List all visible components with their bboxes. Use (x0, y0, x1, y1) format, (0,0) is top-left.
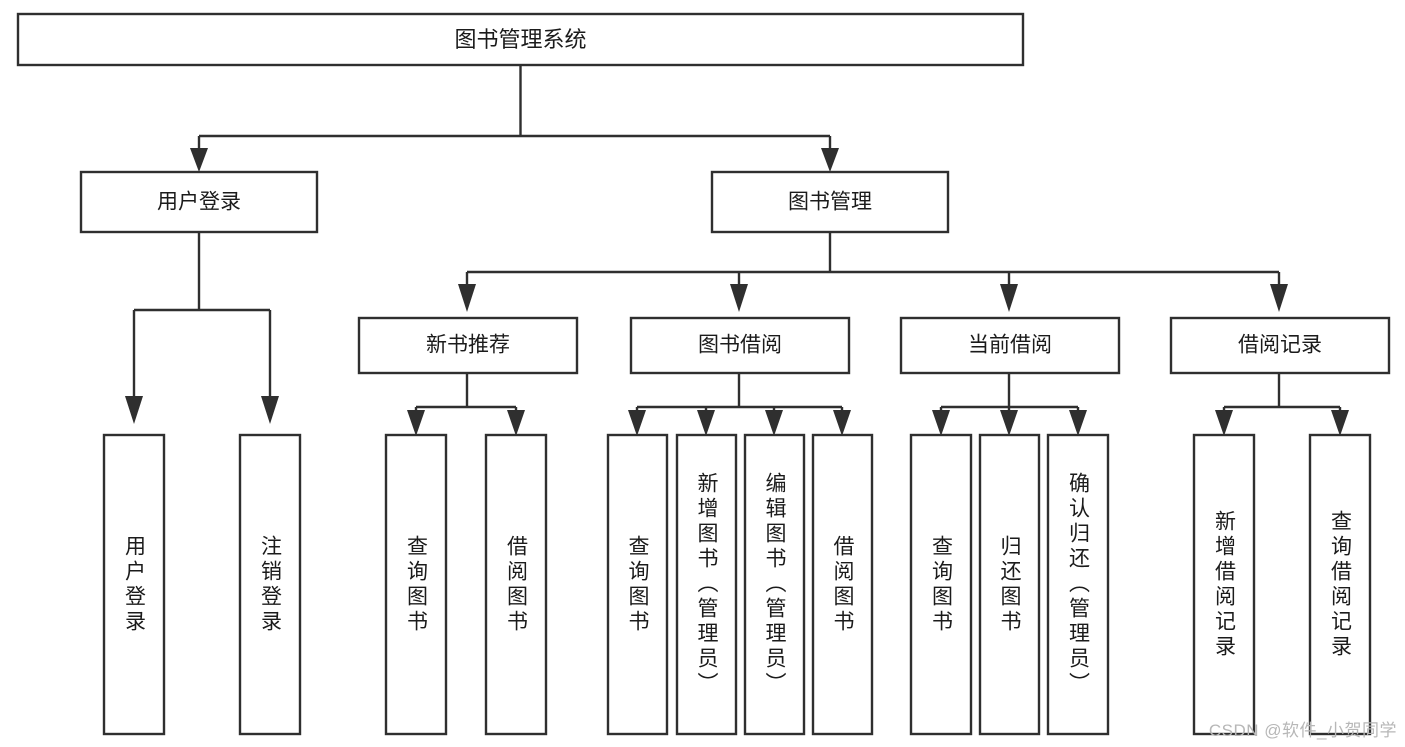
node-box-leaf-br-query[interactable] (1308, 433, 1372, 736)
connector-group-root (190, 65, 839, 172)
arrow-head-bb-borrow (833, 410, 851, 436)
arrow-head-bb-add (697, 410, 715, 436)
connector-group-current-borrow (932, 373, 1087, 436)
arrow-head-bb-edit (765, 410, 783, 436)
node-label-book-borrow: 图书借阅 (698, 334, 782, 357)
arrow-head-user-login (190, 148, 208, 172)
connector-group-book-manage (458, 232, 1288, 312)
node-box-leaf-nb-query[interactable] (384, 433, 448, 736)
node-box-leaf-nb-borrow[interactable] (484, 433, 548, 736)
node-label-current-borrow: 当前借阅 (968, 334, 1052, 357)
node-box-new-book-recommend[interactable] (357, 316, 579, 375)
arrow-head-borrow-record (1270, 284, 1288, 312)
node-label-borrow-record: 借阅记录 (1238, 334, 1322, 357)
arrow-head-bb-query (628, 410, 646, 436)
arrow-head-book-borrow (730, 284, 748, 312)
node-box-leaf-bb-edit[interactable] (743, 433, 806, 736)
arrow-head-cb-confirm (1069, 410, 1087, 436)
node-box-leaf-bb-borrow[interactable] (811, 433, 874, 736)
node-box-user-login[interactable] (79, 170, 319, 234)
node-box-borrow-record[interactable] (1169, 316, 1391, 375)
connector-group-user-login (125, 232, 279, 424)
node-box-leaf-cb-confirm[interactable] (1046, 433, 1110, 736)
node-label-book-manage: 图书管理 (788, 191, 872, 214)
arrow-head-cb-query (932, 410, 950, 436)
node-label-new-book-recommend: 新书推荐 (426, 334, 510, 357)
connector-group-borrow-record (1215, 373, 1349, 436)
arrow-head-br-add (1215, 410, 1233, 436)
node-box-root[interactable] (16, 12, 1025, 67)
connector-group-book-borrow (628, 373, 851, 436)
arrow-head-new-book (458, 284, 476, 312)
node-box-leaf-cb-query[interactable] (909, 433, 973, 736)
node-box-leaf-bb-query[interactable] (606, 433, 669, 736)
node-box-current-borrow[interactable] (899, 316, 1121, 375)
node-box-book-manage[interactable] (710, 170, 950, 234)
watermark-text: CSDN @软件_小贺同学 (1208, 721, 1397, 740)
arrow-head-book-manage (821, 148, 839, 172)
node-label-root: 图书管理系统 (454, 27, 586, 52)
node-label-user-login: 用户登录 (157, 191, 241, 214)
arrow-head-cb-return (1000, 410, 1018, 436)
arrow-head-nb-query (407, 410, 425, 436)
node-box-leaf-cb-return[interactable] (978, 433, 1041, 736)
node-box-leaf-user-login[interactable] (102, 433, 166, 736)
node-box-leaf-logout[interactable] (238, 433, 302, 736)
node-box-leaf-br-add[interactable] (1192, 433, 1256, 736)
arrow-head-leaf-logout (261, 396, 279, 424)
arrow-head-br-query (1331, 410, 1349, 436)
arrow-head-current-borrow (1000, 284, 1018, 312)
arrow-head-nb-borrow (507, 410, 525, 436)
node-box-book-borrow[interactable] (629, 316, 851, 375)
arrow-head-leaf-user-login (125, 396, 143, 424)
connector-group-new-book (407, 373, 525, 436)
node-box-leaf-bb-add[interactable] (675, 433, 738, 736)
